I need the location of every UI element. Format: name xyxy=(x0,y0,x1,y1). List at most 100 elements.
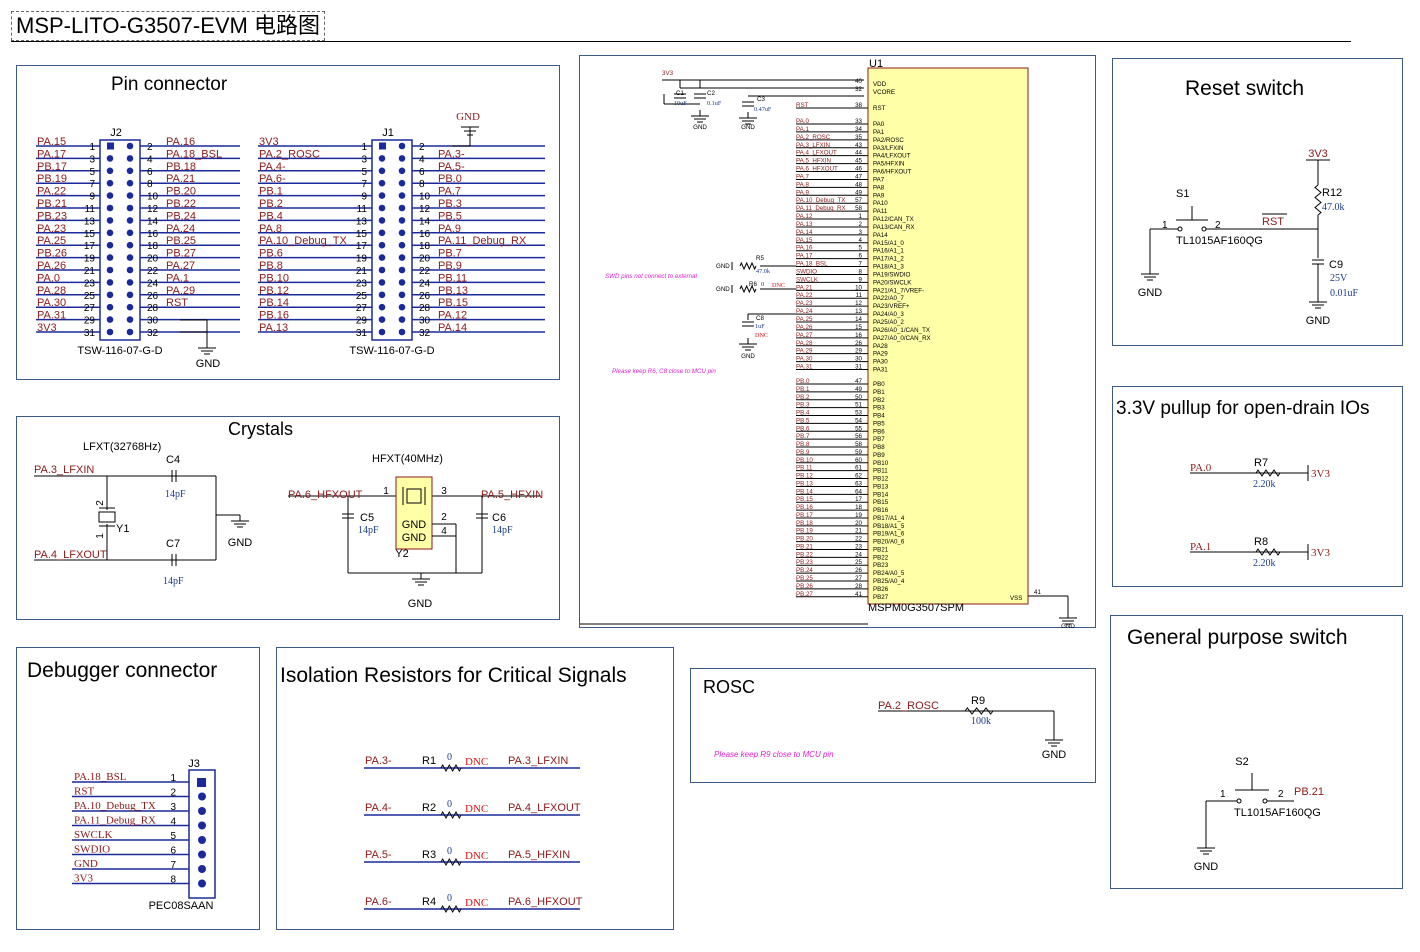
pin-number: 14 xyxy=(855,316,862,323)
panel-gp-switch xyxy=(1110,615,1403,889)
mcu-pin-name: PA27/A0_0/CAN_RX xyxy=(873,335,931,342)
pin-dot xyxy=(398,192,406,199)
pin-number: 2 xyxy=(170,788,176,799)
mcu-pin-name: PA7 xyxy=(873,176,885,183)
pin-number: 32 xyxy=(855,86,862,93)
resistor-r5 xyxy=(739,261,757,271)
c2-ref: C2 xyxy=(707,90,715,97)
mcu-pin-name: PB26 xyxy=(873,586,889,593)
net-label: PA.4_LFXOUT xyxy=(508,802,581,814)
net-label: PB.0 xyxy=(438,173,462,185)
pin-number: 14 xyxy=(419,216,431,227)
pin-dot xyxy=(126,291,134,299)
net-label: PA.11_Debug_RX xyxy=(74,815,156,827)
pin-number: 2 xyxy=(419,142,425,153)
pin-dot xyxy=(398,279,406,286)
net-label: PB.1 xyxy=(259,186,283,198)
pin-number: 11 xyxy=(357,204,368,215)
pin-dot xyxy=(106,241,114,249)
mcu-pin-name: PB5 xyxy=(873,420,885,427)
pin-number: 5 xyxy=(89,167,95,178)
mcu-pin-name: PA13/CAN_RX xyxy=(873,224,915,231)
pin-number: 15 xyxy=(855,324,862,331)
net-label: PA.3- xyxy=(438,148,465,160)
mcu-pin-name: PA21/A1_7/VREF- xyxy=(873,287,924,294)
pin-number: 34 xyxy=(855,126,862,133)
net-label: PA.11_Debug_RX xyxy=(796,205,846,212)
pin-number: 30 xyxy=(855,356,862,363)
pin-number: 22 xyxy=(855,536,862,543)
net-label: PA.3- xyxy=(365,755,392,767)
pin-dot xyxy=(106,155,114,162)
pin-number: 9 xyxy=(361,192,367,203)
pin-dot xyxy=(398,266,406,274)
pin-number: 38 xyxy=(855,102,862,109)
mcu-pin-name: PA20/SWCLK xyxy=(873,279,912,286)
net-label: PA.18_BSL xyxy=(166,148,222,160)
net-label: PA.25 xyxy=(796,316,813,323)
net-label: PA.1 xyxy=(796,126,810,133)
pin-dot xyxy=(198,792,206,801)
mcu-pin-name: PA17/A1_2 xyxy=(873,256,904,263)
net-label: PB.6 xyxy=(796,425,810,432)
pin-dot xyxy=(378,192,386,199)
c3-value: 0.47uF xyxy=(754,106,772,113)
pin-dot xyxy=(198,821,206,830)
pin-number: 24 xyxy=(419,278,431,289)
pin-number: 9 xyxy=(89,192,95,203)
mcu-pin-name: PA14 xyxy=(873,232,888,239)
net-label: PB.7 xyxy=(438,248,462,260)
pin-dot xyxy=(378,204,386,212)
pin-number: 23 xyxy=(356,278,368,289)
net-label: PB.2 xyxy=(259,198,283,210)
pin-dot xyxy=(378,241,386,249)
mcu-pin-name: PB15 xyxy=(873,499,889,506)
gnd-label: GND xyxy=(716,286,730,293)
swd-note: SWD pins not connect to external xyxy=(605,273,697,280)
mcu-pin-name: PB27 xyxy=(873,594,889,601)
pin-number: 40 xyxy=(855,78,862,85)
pin-number: 19 xyxy=(84,254,96,265)
pin-dot xyxy=(126,167,134,175)
gnd-label: GND xyxy=(1042,749,1067,761)
pin-number: 27 xyxy=(84,303,96,314)
mcu-pin-name: PA12/CAN_TX xyxy=(873,216,914,223)
pin-number: 33 xyxy=(855,118,862,125)
pin-dot xyxy=(106,279,114,286)
net-label: PB.3 xyxy=(438,198,462,210)
pin-dot xyxy=(398,254,406,261)
pin-number: 31 xyxy=(356,328,368,339)
net-label: PB.21 xyxy=(796,543,813,550)
net-label: PA.4- xyxy=(365,802,392,814)
net-label: SWDIO xyxy=(74,844,110,856)
net-label: PA.7 xyxy=(796,173,810,180)
panel-pin-connector xyxy=(16,65,560,380)
net-label: PB.13 xyxy=(438,285,468,297)
c9-voltage: 25V xyxy=(1330,273,1348,284)
net-label: PB.27 xyxy=(796,591,813,598)
c2-value: 0.1uF xyxy=(707,100,722,107)
pin-number: 30 xyxy=(147,316,159,327)
r12-value: 47.0k xyxy=(1322,202,1345,213)
pin-number: 28 xyxy=(419,303,431,314)
pin-number: 30 xyxy=(419,316,431,327)
net-label: PA.6_HFXOUT xyxy=(288,489,363,501)
net-label: PB.8 xyxy=(259,260,283,272)
crystals-title: Crystals xyxy=(228,419,294,439)
mcu-pin-name: PA25/A0_2 xyxy=(873,319,904,326)
mcu-pin-name: PB16 xyxy=(873,507,889,514)
c3-ref: C3 xyxy=(757,96,765,103)
pullup-value: 2.20k xyxy=(1253,479,1276,490)
pin-number: 10 xyxy=(147,192,159,203)
net-label: PA.23 xyxy=(37,223,66,235)
rosc-resistor xyxy=(964,707,994,715)
net-label: PA.2_ROSC xyxy=(878,700,939,712)
net-label: SWCLK xyxy=(796,276,819,283)
hfxt-title: HFXT(40MHz) xyxy=(372,453,443,465)
switch-contact xyxy=(1177,226,1183,232)
pin-number: 64 xyxy=(855,488,862,495)
resistor-ref: R3 xyxy=(422,849,436,861)
net-label: PA.10_Debug_TX xyxy=(796,197,845,204)
pin-number: 29 xyxy=(84,316,96,327)
dnc-label: DNC xyxy=(465,897,488,909)
